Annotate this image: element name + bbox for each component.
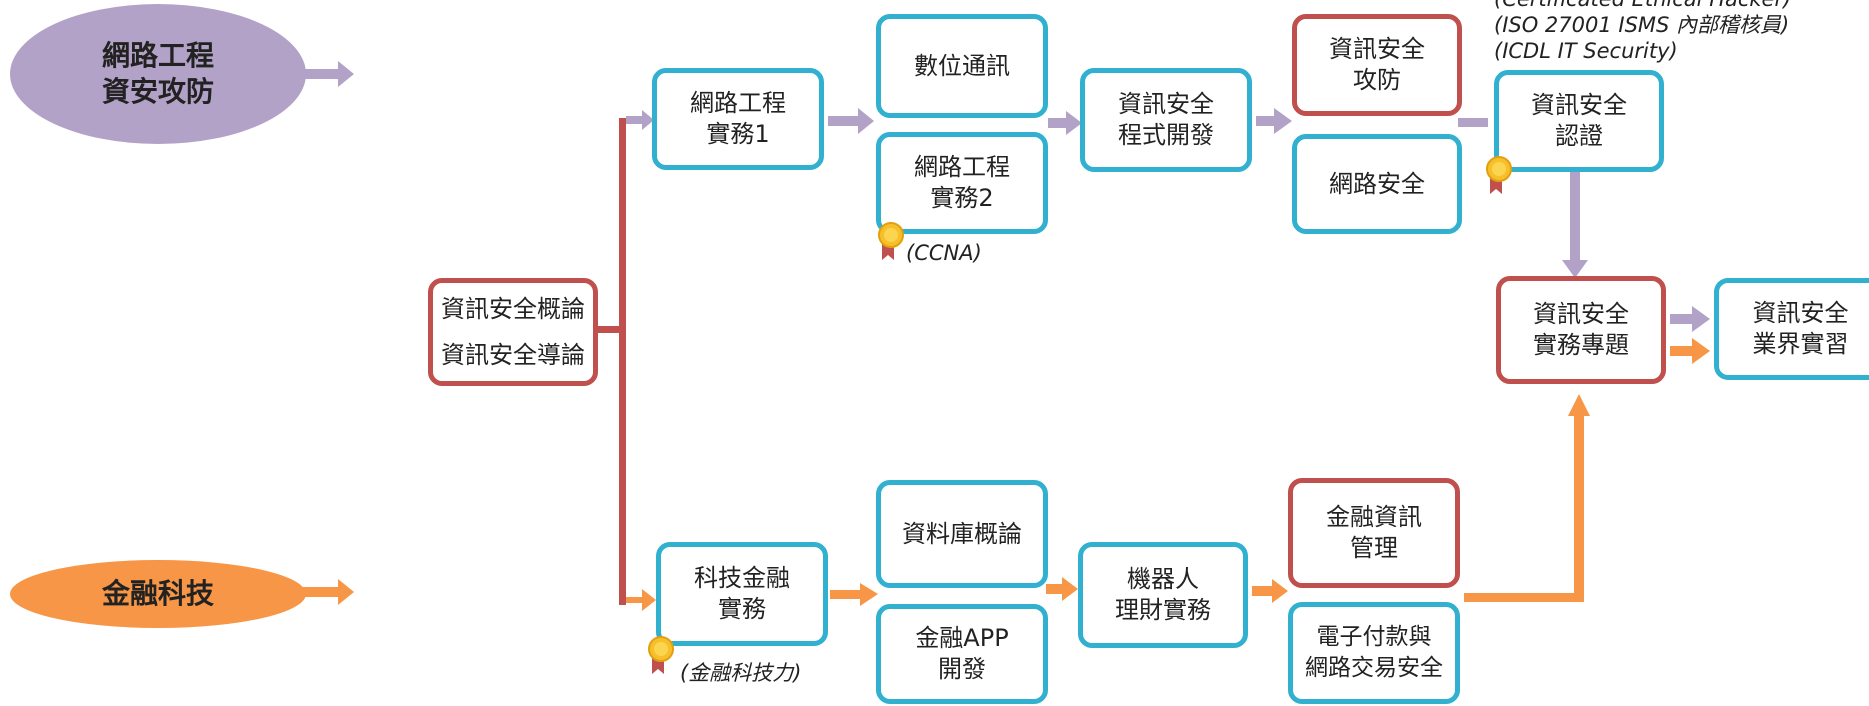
arrow-to-secure-dev [1048, 111, 1082, 135]
arrow-fintech-to-internship [1670, 338, 1710, 364]
course-net-practice2[interactable]: 網路工程 實務2 [876, 132, 1048, 234]
course-net-practice1[interactable]: 網路工程 實務1 [652, 68, 824, 170]
course-fintech-practice-line2: 實務 [718, 595, 766, 623]
course-internship-line1: 資訊安全 [1752, 299, 1849, 327]
course-robo-advisor-line1: 機器人 [1127, 565, 1199, 593]
course-capstone-line1: 資訊安全 [1533, 300, 1629, 328]
course-fin-app-line2: 開發 [938, 655, 986, 683]
course-digital-comm[interactable]: 數位通訊 [876, 14, 1048, 118]
network-track-line1: 網路工程 [101, 39, 214, 72]
course-fin-app-line1: 金融APP [915, 624, 1009, 652]
course-fin-info-mgmt-line2: 管理 [1350, 534, 1398, 562]
course-secure-dev-line1: 資訊安全 [1118, 90, 1214, 118]
course-internship-line2: 業界實習 [1752, 330, 1849, 358]
network-track-arrow-icon [300, 61, 354, 87]
course-capstone-line2: 實務專題 [1533, 331, 1629, 359]
course-epayment[interactable]: 電子付款與 網路交易安全 [1288, 602, 1460, 704]
arrow-to-net-practice2 [828, 108, 874, 134]
arrow-to-fintech-track [1252, 579, 1288, 603]
arrow-to-robo-advisor [1046, 577, 1078, 601]
course-capstone[interactable]: 資訊安全 實務專題 [1496, 276, 1666, 384]
course-intro-line2: 資訊安全導論 [441, 341, 585, 369]
arrow-to-database [830, 583, 878, 606]
arrow-to-net-practice1 [626, 110, 654, 130]
fintech-track-oval: 金融科技 [10, 560, 306, 628]
course-fin-info-mgmt-line1: 金融資訊 [1326, 503, 1422, 531]
course-database[interactable]: 資料庫概論 [876, 480, 1048, 588]
course-net-practice1-line2: 實務1 [706, 120, 770, 148]
course-fin-info-mgmt[interactable]: 金融資訊 管理 [1288, 478, 1460, 588]
course-fintech-practice[interactable]: 科技金融 實務 [656, 542, 828, 646]
network-track-line2: 資安攻防 [101, 75, 214, 108]
arrow-to-security-track [1256, 108, 1292, 134]
network-track-oval: 網路工程 資安攻防 [10, 4, 306, 144]
course-epayment-line2: 網路交易安全 [1305, 655, 1443, 681]
course-attack-defense-line1: 資訊安全 [1329, 35, 1425, 63]
connector-cert-down [1570, 170, 1580, 262]
connector-fintech-to-capstone [1464, 394, 1590, 602]
course-robo-advisor-line2: 理財實務 [1115, 596, 1211, 624]
course-robo-advisor[interactable]: 機器人 理財實務 [1078, 542, 1248, 648]
course-attack-defense-line2: 攻防 [1353, 66, 1401, 94]
arrow-to-capstone [1562, 260, 1588, 278]
arrow-to-fintech-practice [626, 589, 656, 611]
course-epayment-line1: 電子付款與 [1316, 624, 1432, 650]
connector-to-certification [1458, 118, 1488, 127]
note-fintech-cert: (金融科技力) [680, 661, 802, 685]
course-digital-comm-line1: 數位通訊 [914, 51, 1010, 80]
arrow-capstone-to-internship [1670, 306, 1710, 332]
fintech-track-arrow-icon [300, 579, 354, 605]
note-cert-line1: (Certificated Ethical Hacker) [1494, 0, 1791, 12]
note-cert-line2: (ISO 27001 ISMS 內部稽核員) [1494, 13, 1790, 37]
award-medal-icon [648, 636, 674, 674]
course-attack-defense[interactable]: 資訊安全 攻防 [1292, 14, 1462, 116]
course-secure-dev-line2: 程式開發 [1118, 121, 1214, 149]
course-secure-dev[interactable]: 資訊安全 程式開發 [1080, 68, 1252, 172]
course-certification-line2: 認證 [1555, 122, 1603, 150]
course-internship[interactable]: 資訊安全 業界實習 [1714, 278, 1869, 380]
note-cert-line3: (ICDL IT Security) [1494, 39, 1678, 63]
course-net-practice2-line1: 網路工程 [914, 153, 1010, 181]
course-net-security-line1: 網路安全 [1329, 169, 1425, 198]
course-intro[interactable]: 資訊安全概論 資訊安全導論 [428, 278, 598, 386]
course-intro-line1: 資訊安全概論 [441, 295, 585, 323]
note-ccna: (CCNA) [906, 241, 982, 265]
course-fintech-practice-line1: 科技金融 [694, 564, 790, 592]
course-fin-app[interactable]: 金融APP 開發 [876, 604, 1048, 704]
course-database-line1: 資料庫概論 [902, 519, 1022, 548]
course-certification[interactable]: 資訊安全 認證 [1494, 70, 1664, 172]
course-net-security[interactable]: 網路安全 [1292, 134, 1462, 234]
course-net-practice2-line2: 實務2 [930, 184, 994, 212]
award-medal-icon [878, 222, 904, 260]
course-certification-line1: 資訊安全 [1531, 91, 1627, 119]
fintech-track-label: 金融科技 [101, 577, 214, 610]
award-medal-icon [1486, 156, 1512, 194]
course-net-practice1-line1: 網路工程 [690, 89, 786, 117]
